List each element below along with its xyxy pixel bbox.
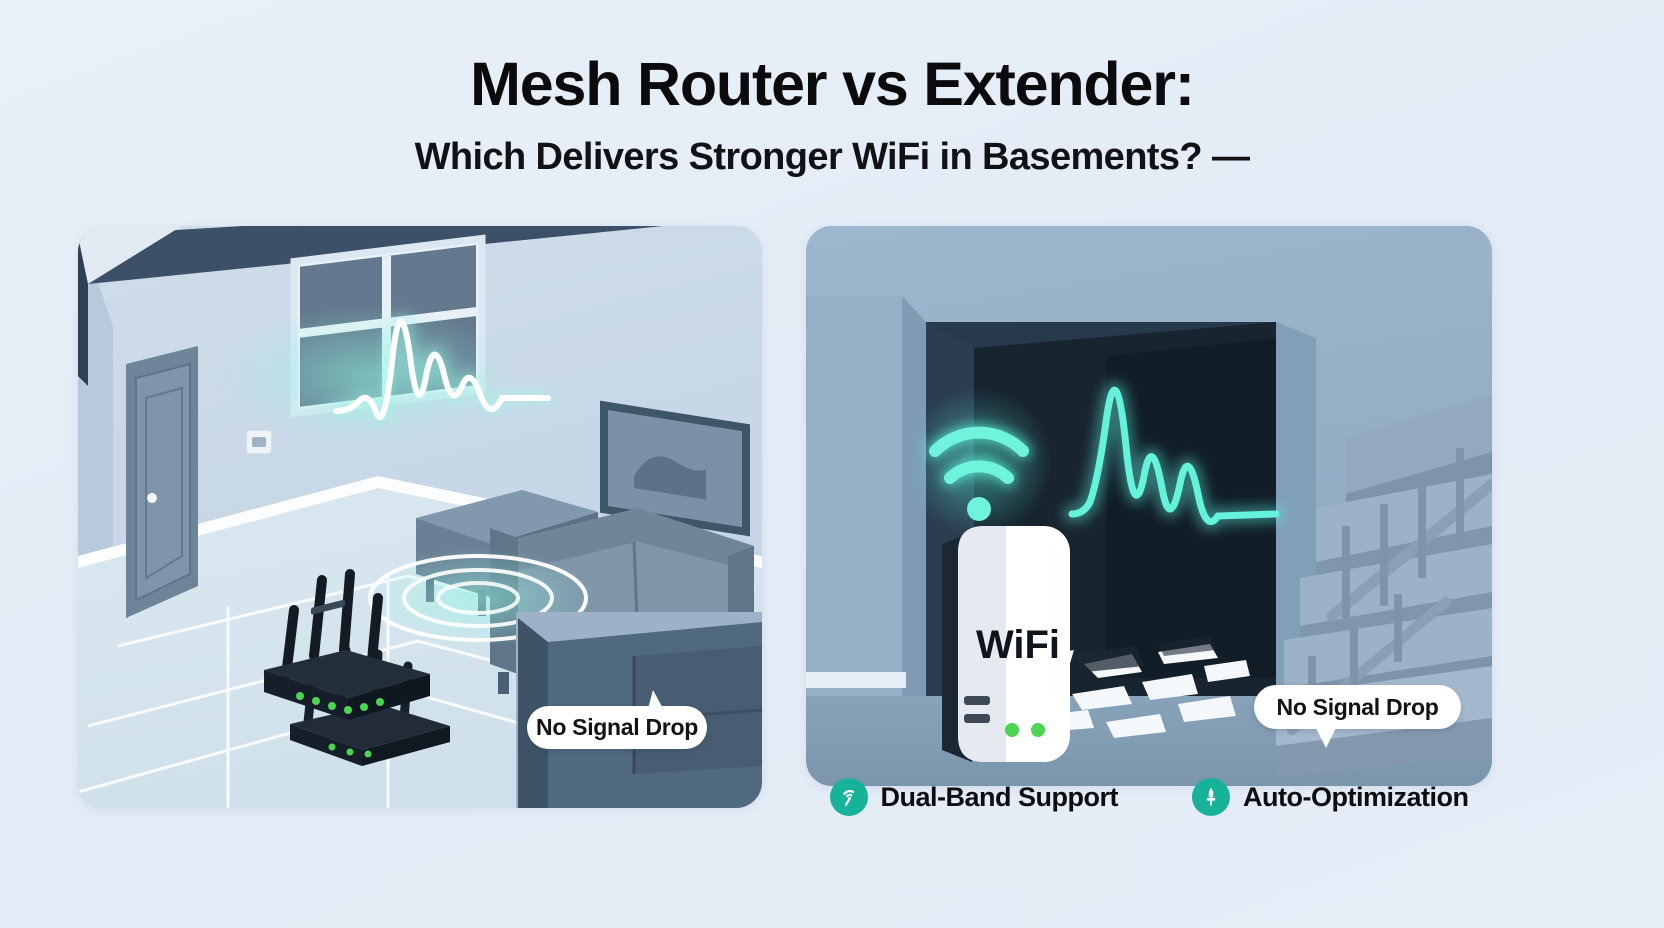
feature-badge-row: Dual-Band Support Auto-Optimization (806, 778, 1492, 816)
room-door (126, 346, 198, 618)
router-main (264, 569, 430, 720)
router-main-side (348, 674, 430, 720)
speech-bubble-tail-right (1315, 726, 1337, 748)
handrail (1326, 478, 1492, 622)
auto-tune-stamp-icon (1192, 778, 1230, 816)
signal-broadcast-icon (829, 778, 868, 816)
extender-label: WiFi (976, 623, 1060, 667)
extender-leds (1005, 723, 1045, 737)
waveform-glow (218, 306, 518, 446)
heading-block: Mesh Router vs Extender: Which Delivers … (0, 52, 1664, 178)
wall-left (806, 296, 902, 696)
ceiling-plane (78, 226, 182, 284)
signal-waveform-right (1063, 381, 1285, 531)
feature-dual-band-label: Dual-Band Support (880, 781, 1119, 812)
router-main-leds (296, 692, 384, 714)
speech-bubble-tail-left (646, 690, 667, 716)
router-basement-leds (328, 743, 372, 758)
feature-dual-band-support: Dual-Band Support (829, 778, 1119, 816)
framed-picture (600, 400, 750, 537)
balusters (1342, 448, 1464, 618)
debris-shadow (1074, 636, 1216, 672)
router-basement-top (290, 704, 450, 750)
router-brand-plate (311, 599, 345, 615)
feature-auto-optimization-label: Auto-Optimization (1243, 781, 1469, 812)
extender-vents (964, 696, 990, 723)
no-signal-drop-badge-right: No Signal Drop (1254, 685, 1461, 729)
corner-trim (78, 236, 88, 386)
wifi-extender-device: WiFi (942, 526, 1070, 762)
page-subtitle: Which Delivers Stronger WiFi in Basement… (414, 135, 1250, 178)
no-signal-drop-badge-left: No Signal Drop (527, 706, 707, 749)
baseboard-right-panel (806, 672, 906, 688)
wifi-arcs-icon (905, 388, 1053, 536)
router-main-top (264, 650, 430, 698)
signal-waveform (328, 313, 556, 426)
feature-auto-optimization: Auto-Optimization (1192, 778, 1469, 816)
light-switch (245, 429, 273, 455)
router-main-front (264, 670, 348, 720)
sofa-back (518, 508, 754, 572)
door-knob (147, 493, 157, 503)
page-title: Mesh Router vs Extender: (470, 50, 1195, 118)
